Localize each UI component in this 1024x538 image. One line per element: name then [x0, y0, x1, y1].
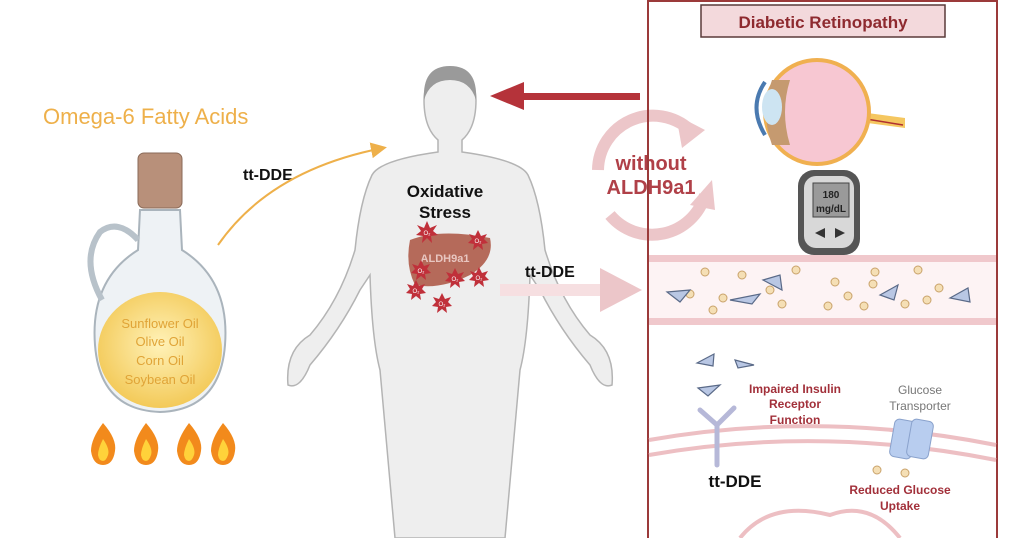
stress-label: Oxidative	[407, 182, 484, 201]
hair	[423, 66, 477, 100]
omega6-title: Omega-6 Fatty Acids	[43, 104, 248, 129]
uptake-label: Uptake	[880, 499, 920, 513]
mitochondria	[738, 508, 902, 538]
svg-text:O₂: O₂	[452, 277, 460, 283]
cycle-label: ALDH9a1	[607, 177, 696, 199]
svg-text:O₂: O₂	[424, 231, 432, 237]
panel-title: Diabetic Retinopathy	[738, 13, 908, 32]
cell-membrane	[648, 424, 997, 462]
flame-icon	[177, 423, 202, 465]
curved-arrow	[217, 142, 387, 246]
svg-text:O₂: O₂	[413, 289, 421, 295]
oil-label: Soybean Oil	[125, 372, 196, 387]
glucose-particle	[900, 468, 910, 478]
oil-label: Sunflower Oil	[121, 316, 198, 331]
meter-unit: mg/dL	[816, 204, 846, 215]
oil-bottle	[87, 152, 227, 414]
glucose-particles	[685, 265, 944, 315]
aldh9a1-organ-label: ALDH9a1	[421, 253, 470, 265]
impaired-label: Function	[770, 413, 821, 427]
panel-title-box	[700, 4, 946, 38]
flame-icon	[134, 423, 159, 465]
flame-icon	[211, 423, 236, 465]
oil-label: Olive Oil	[135, 334, 184, 349]
retinopathy-panel	[647, 0, 998, 538]
cycle-arrows-icon	[592, 109, 715, 241]
blood-vessel	[649, 255, 996, 325]
glucose-particle	[872, 465, 882, 475]
stress-label: Stress	[419, 203, 471, 222]
impaired-label: Receptor	[769, 397, 821, 411]
oil-label: Corn Oil	[136, 353, 184, 368]
eye-icon	[754, 58, 905, 166]
red-arrow-left	[490, 82, 640, 110]
svg-text:O₂: O₂	[475, 239, 483, 245]
glucose-transporter-icon	[889, 418, 934, 460]
svg-text:O₂: O₂	[476, 276, 484, 282]
radical-icons: O₂ O₂ O₂ O₂ O₂ O₂ O₂	[406, 221, 489, 313]
svg-text:O₂: O₂	[418, 269, 426, 275]
cycle-label: without	[614, 153, 686, 175]
tt-dde-label-right: tt-DDE	[709, 472, 762, 491]
tt-dde-label-center: tt-DDE	[525, 264, 575, 281]
glucose-meter-icon	[798, 170, 860, 271]
insulin-particles	[665, 274, 971, 397]
insulin-receptor-icon	[697, 405, 737, 468]
transporter-label: Glucose	[898, 383, 942, 397]
tt-dde-label-left: tt-DDE	[243, 167, 293, 184]
flame-icons	[91, 423, 236, 465]
svg-text:O₂: O₂	[439, 302, 447, 308]
transporter-label: Transporter	[889, 399, 951, 413]
uptake-label: Reduced Glucose	[849, 483, 951, 497]
flame-icon	[91, 423, 116, 465]
meter-value: 180	[823, 190, 840, 201]
pink-arrow-right	[500, 268, 642, 312]
impaired-label: Impaired Insulin	[749, 382, 841, 396]
